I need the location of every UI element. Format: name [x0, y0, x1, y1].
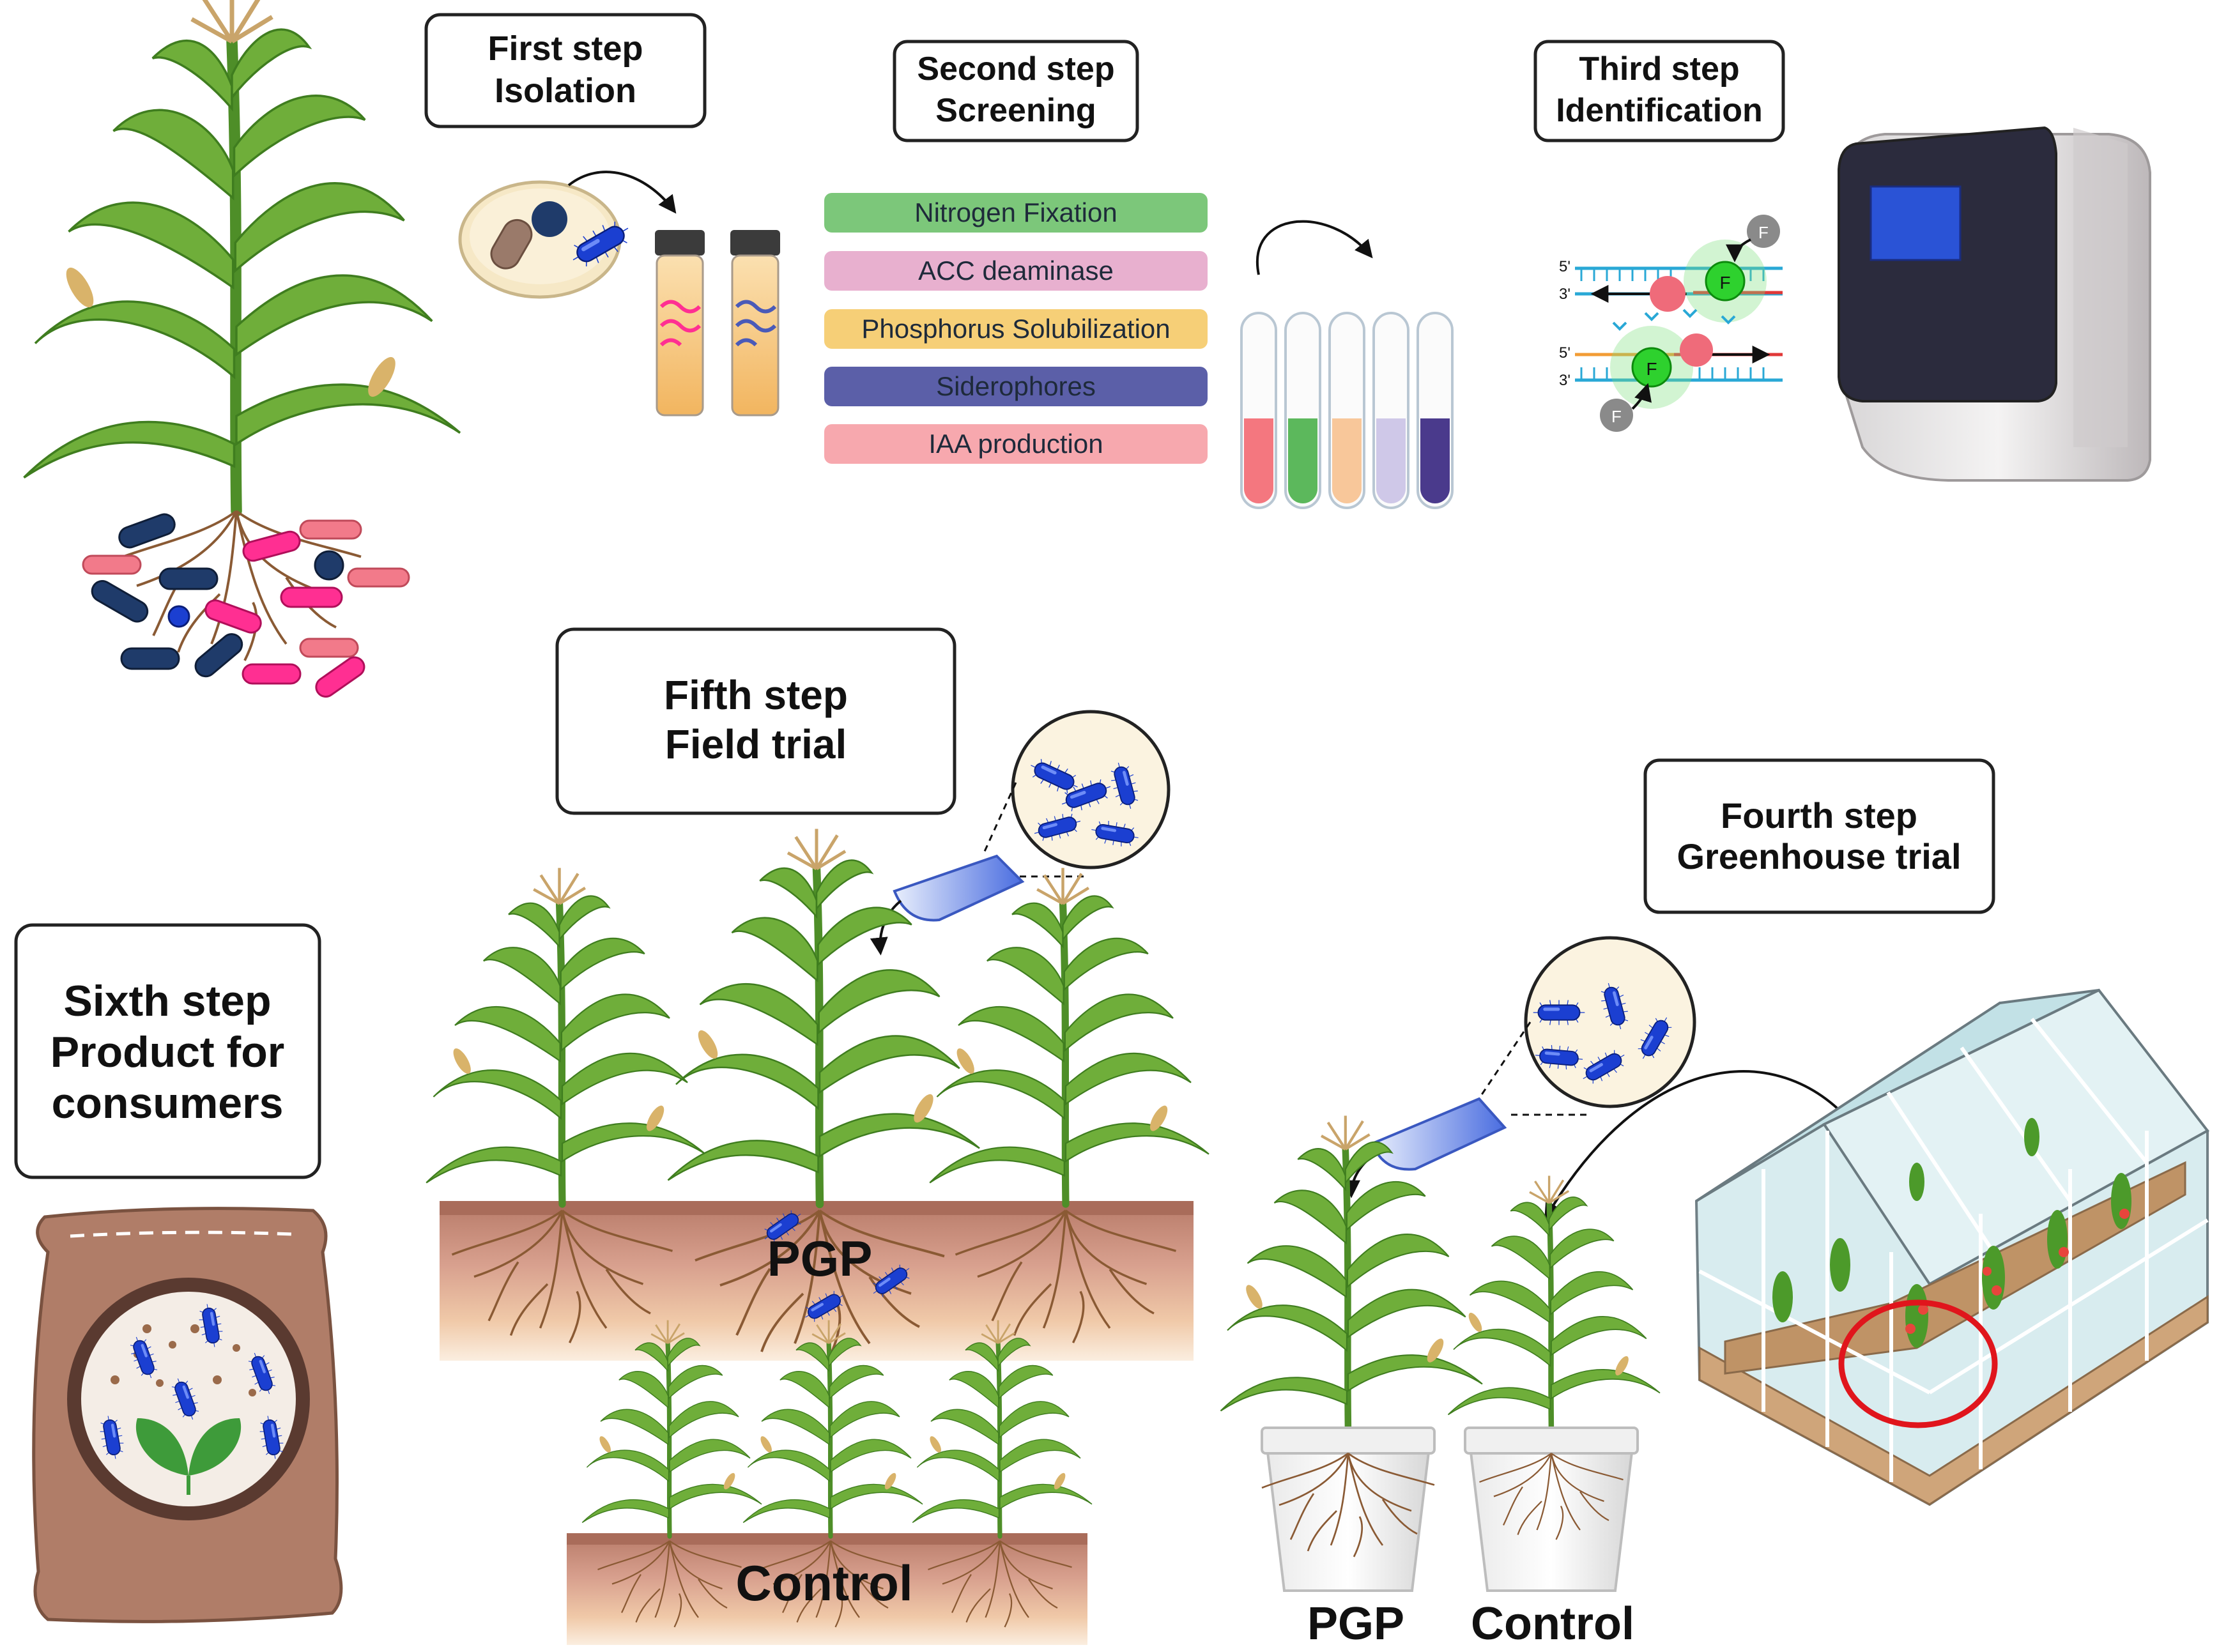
quencher-label: F [1758, 223, 1769, 242]
sixth-step-title: Sixth step [64, 977, 272, 1025]
magnifier-link-line [1480, 1021, 1532, 1096]
sixth-step-subtitle-line2: consumers [52, 1079, 284, 1128]
assay-label: IAA production [928, 429, 1103, 459]
test-tube-green [1284, 312, 1321, 509]
five-prime-label: 5' [1559, 258, 1570, 275]
assay-iaa-production: IAA production [824, 424, 1208, 464]
fluorophore-label: F [1646, 359, 1657, 379]
three-prime-label: 3' [1559, 286, 1570, 303]
pot-control [1448, 1176, 1661, 1592]
greenhouse-bacteria-magnifier [1524, 936, 1696, 1108]
assay-label: Siderophores [936, 371, 1096, 401]
sixth-step-box: Sixth step Product for consumers [14, 923, 321, 1179]
petri-dish [458, 180, 637, 299]
assay-label: Nitrogen Fixation [914, 197, 1117, 227]
screening-assay-list: Nitrogen Fixation ACC deaminase Phosphor… [824, 193, 1208, 464]
assay-siderophores: Siderophores [824, 367, 1208, 406]
pot-pgp [1221, 1116, 1483, 1592]
fourth-step-subtitle: Greenhouse trial [1677, 836, 1961, 876]
five-prime-label: 5' [1559, 344, 1570, 362]
assay-nitrogen-fixation: Nitrogen Fixation [824, 193, 1208, 233]
test-tube-purple [1417, 312, 1454, 509]
fourth-step-box: Fourth step Greenhouse trial [1643, 758, 1995, 914]
assay-acc-deaminase: ACC deaminase [824, 251, 1208, 291]
pot-pgp-label: PGP [1307, 1598, 1404, 1649]
test-tube-red [1240, 312, 1277, 509]
first-step-box: First step Isolation [424, 13, 707, 128]
screening-arrow [1256, 220, 1373, 275]
culture-vial-2 [730, 230, 780, 417]
assay-label: Phosphorus Solubilization [861, 314, 1170, 344]
first-step-title: First step [488, 29, 643, 68]
greenhouse [1694, 988, 2210, 1506]
assay-phosphorus-solubilization: Phosphorus Solubilization [824, 309, 1208, 349]
field-bacteria-magnifier [1011, 710, 1171, 869]
fourth-step-title: Fourth step [1721, 795, 1917, 836]
pot-control-label: Control [1471, 1598, 1634, 1649]
greenhouse-inoculant-flask [1371, 1097, 1507, 1171]
field-pgp-label: PGP [767, 1230, 873, 1287]
assay-test-tubes [1240, 312, 1454, 509]
magnifier-link-line [983, 782, 1017, 853]
qpcr-probe-diagram: F F 5' 3' F [1559, 215, 1783, 432]
third-step-box: Third step Identification [1533, 40, 1785, 142]
test-tube-lavender [1372, 312, 1409, 509]
first-step-subtitle: Isolation [495, 72, 636, 110]
third-step-subtitle: Identification [1556, 92, 1763, 129]
isolation-arrow [567, 171, 677, 214]
test-tube-peach [1328, 312, 1365, 509]
three-prime-label: 3' [1559, 372, 1570, 389]
sixth-step-subtitle-line1: Product for [50, 1028, 284, 1076]
fifth-step-box: Fifth step Field trial [555, 627, 956, 815]
biofertilizer-sack [32, 1207, 343, 1623]
field-plot-pgp: PGP [426, 829, 1209, 1361]
quencher-label: F [1611, 407, 1622, 426]
field-control-label: Control [735, 1555, 912, 1611]
rhizosphere-bacteria [82, 513, 410, 698]
second-step-title: Second step [917, 50, 1114, 88]
field-inoculant-flask [893, 854, 1025, 922]
second-step-box: Second step Screening [893, 40, 1139, 142]
field-plot-control: Control [567, 1320, 1092, 1645]
fifth-step-title: Fifth step [664, 672, 848, 718]
fifth-step-subtitle: Field trial [665, 721, 847, 767]
greenhouse-to-pots-arrow [1544, 1070, 1854, 1220]
culture-vial-1 [655, 230, 705, 417]
greenhouse-highlight-circle [1838, 1299, 1998, 1428]
qpcr-machine [1838, 126, 2151, 482]
fluorophore-label: F [1719, 273, 1730, 293]
second-step-subtitle: Screening [935, 92, 1096, 129]
assay-label: ACC deaminase [918, 256, 1114, 286]
third-step-title: Third step [1579, 50, 1739, 88]
